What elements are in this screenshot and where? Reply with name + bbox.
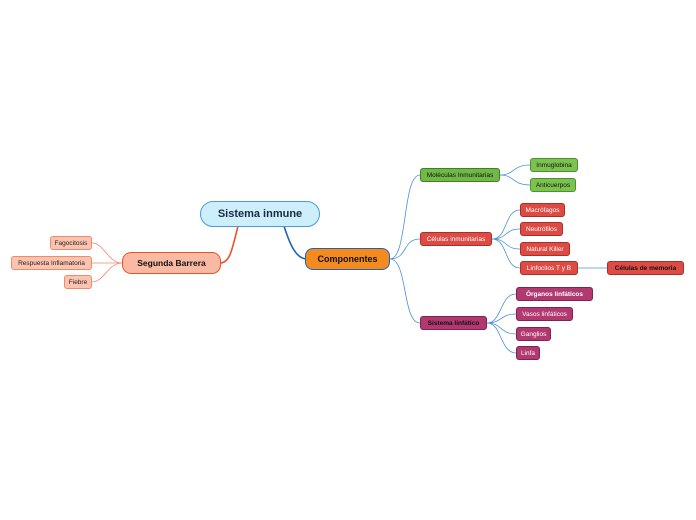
connector-comp-celulas: [389, 238, 421, 260]
connector-root-segunda: [220, 225, 239, 264]
connector-lin-ganglios: [486, 322, 517, 335]
celulas-memoria-node[interactable]: Células de memoria: [607, 261, 684, 275]
natural-killer-node[interactable]: Natural Killer: [520, 242, 570, 256]
connector-cel-linfocitos: [491, 238, 521, 269]
neutrofilos-node[interactable]: Neutrófilos: [520, 222, 563, 236]
connector-segunda-fiebre: [91, 262, 123, 283]
connector-lin-organos: [486, 293, 517, 324]
connector-cel-neutrofilos: [491, 228, 521, 240]
connector-root-componentes: [283, 225, 307, 260]
respuesta-inflamatoria-node[interactable]: Respuesta Inflamatoria: [11, 256, 92, 270]
organos-linfaticos-node[interactable]: Órganos linfáticos: [516, 287, 593, 301]
fiebre-node[interactable]: Fiebre: [64, 275, 92, 289]
sistema-linfatico-node[interactable]: Sistema linfático: [420, 316, 487, 330]
connector-comp-moleculas: [389, 174, 421, 260]
macrofagos-node[interactable]: Macrófagos: [520, 203, 565, 217]
linfocitos-node[interactable]: Linfocitos T y B: [520, 261, 578, 275]
vasos-linfaticos-node[interactable]: Vasos linfáticos: [516, 307, 573, 321]
celulas-inmunitarias-node[interactable]: Células inmunitarias: [420, 232, 492, 246]
componentes-node[interactable]: Componentes: [305, 248, 390, 270]
connector-mol-inmuglobina: [499, 164, 531, 176]
moleculas-inmunitarias-node[interactable]: Moléculas Inmunitarias: [420, 168, 500, 182]
ganglios-node[interactable]: Ganglios: [516, 327, 551, 341]
connector-mol-anticuerpos: [499, 174, 531, 186]
fagocitosis-node[interactable]: Fagocitosis: [50, 236, 92, 250]
anticuerpos-node[interactable]: Anticuerpos: [530, 178, 576, 192]
linfa-node[interactable]: Linfa: [516, 346, 540, 360]
connector-cel-natural: [491, 238, 521, 250]
connector-lin-linfa: [486, 322, 517, 354]
connector-lin-vasos: [486, 313, 517, 324]
root-topic-node[interactable]: Sistema inmune: [200, 201, 320, 227]
connector-segunda-fagocitosis: [91, 242, 123, 264]
segunda-barrera-node[interactable]: Segunda Barrera: [122, 252, 221, 274]
connector-comp-linfatico: [389, 258, 421, 324]
inmuglobina-node[interactable]: Inmuglobina: [530, 158, 578, 172]
connector-cel-macrofagos: [491, 209, 521, 240]
